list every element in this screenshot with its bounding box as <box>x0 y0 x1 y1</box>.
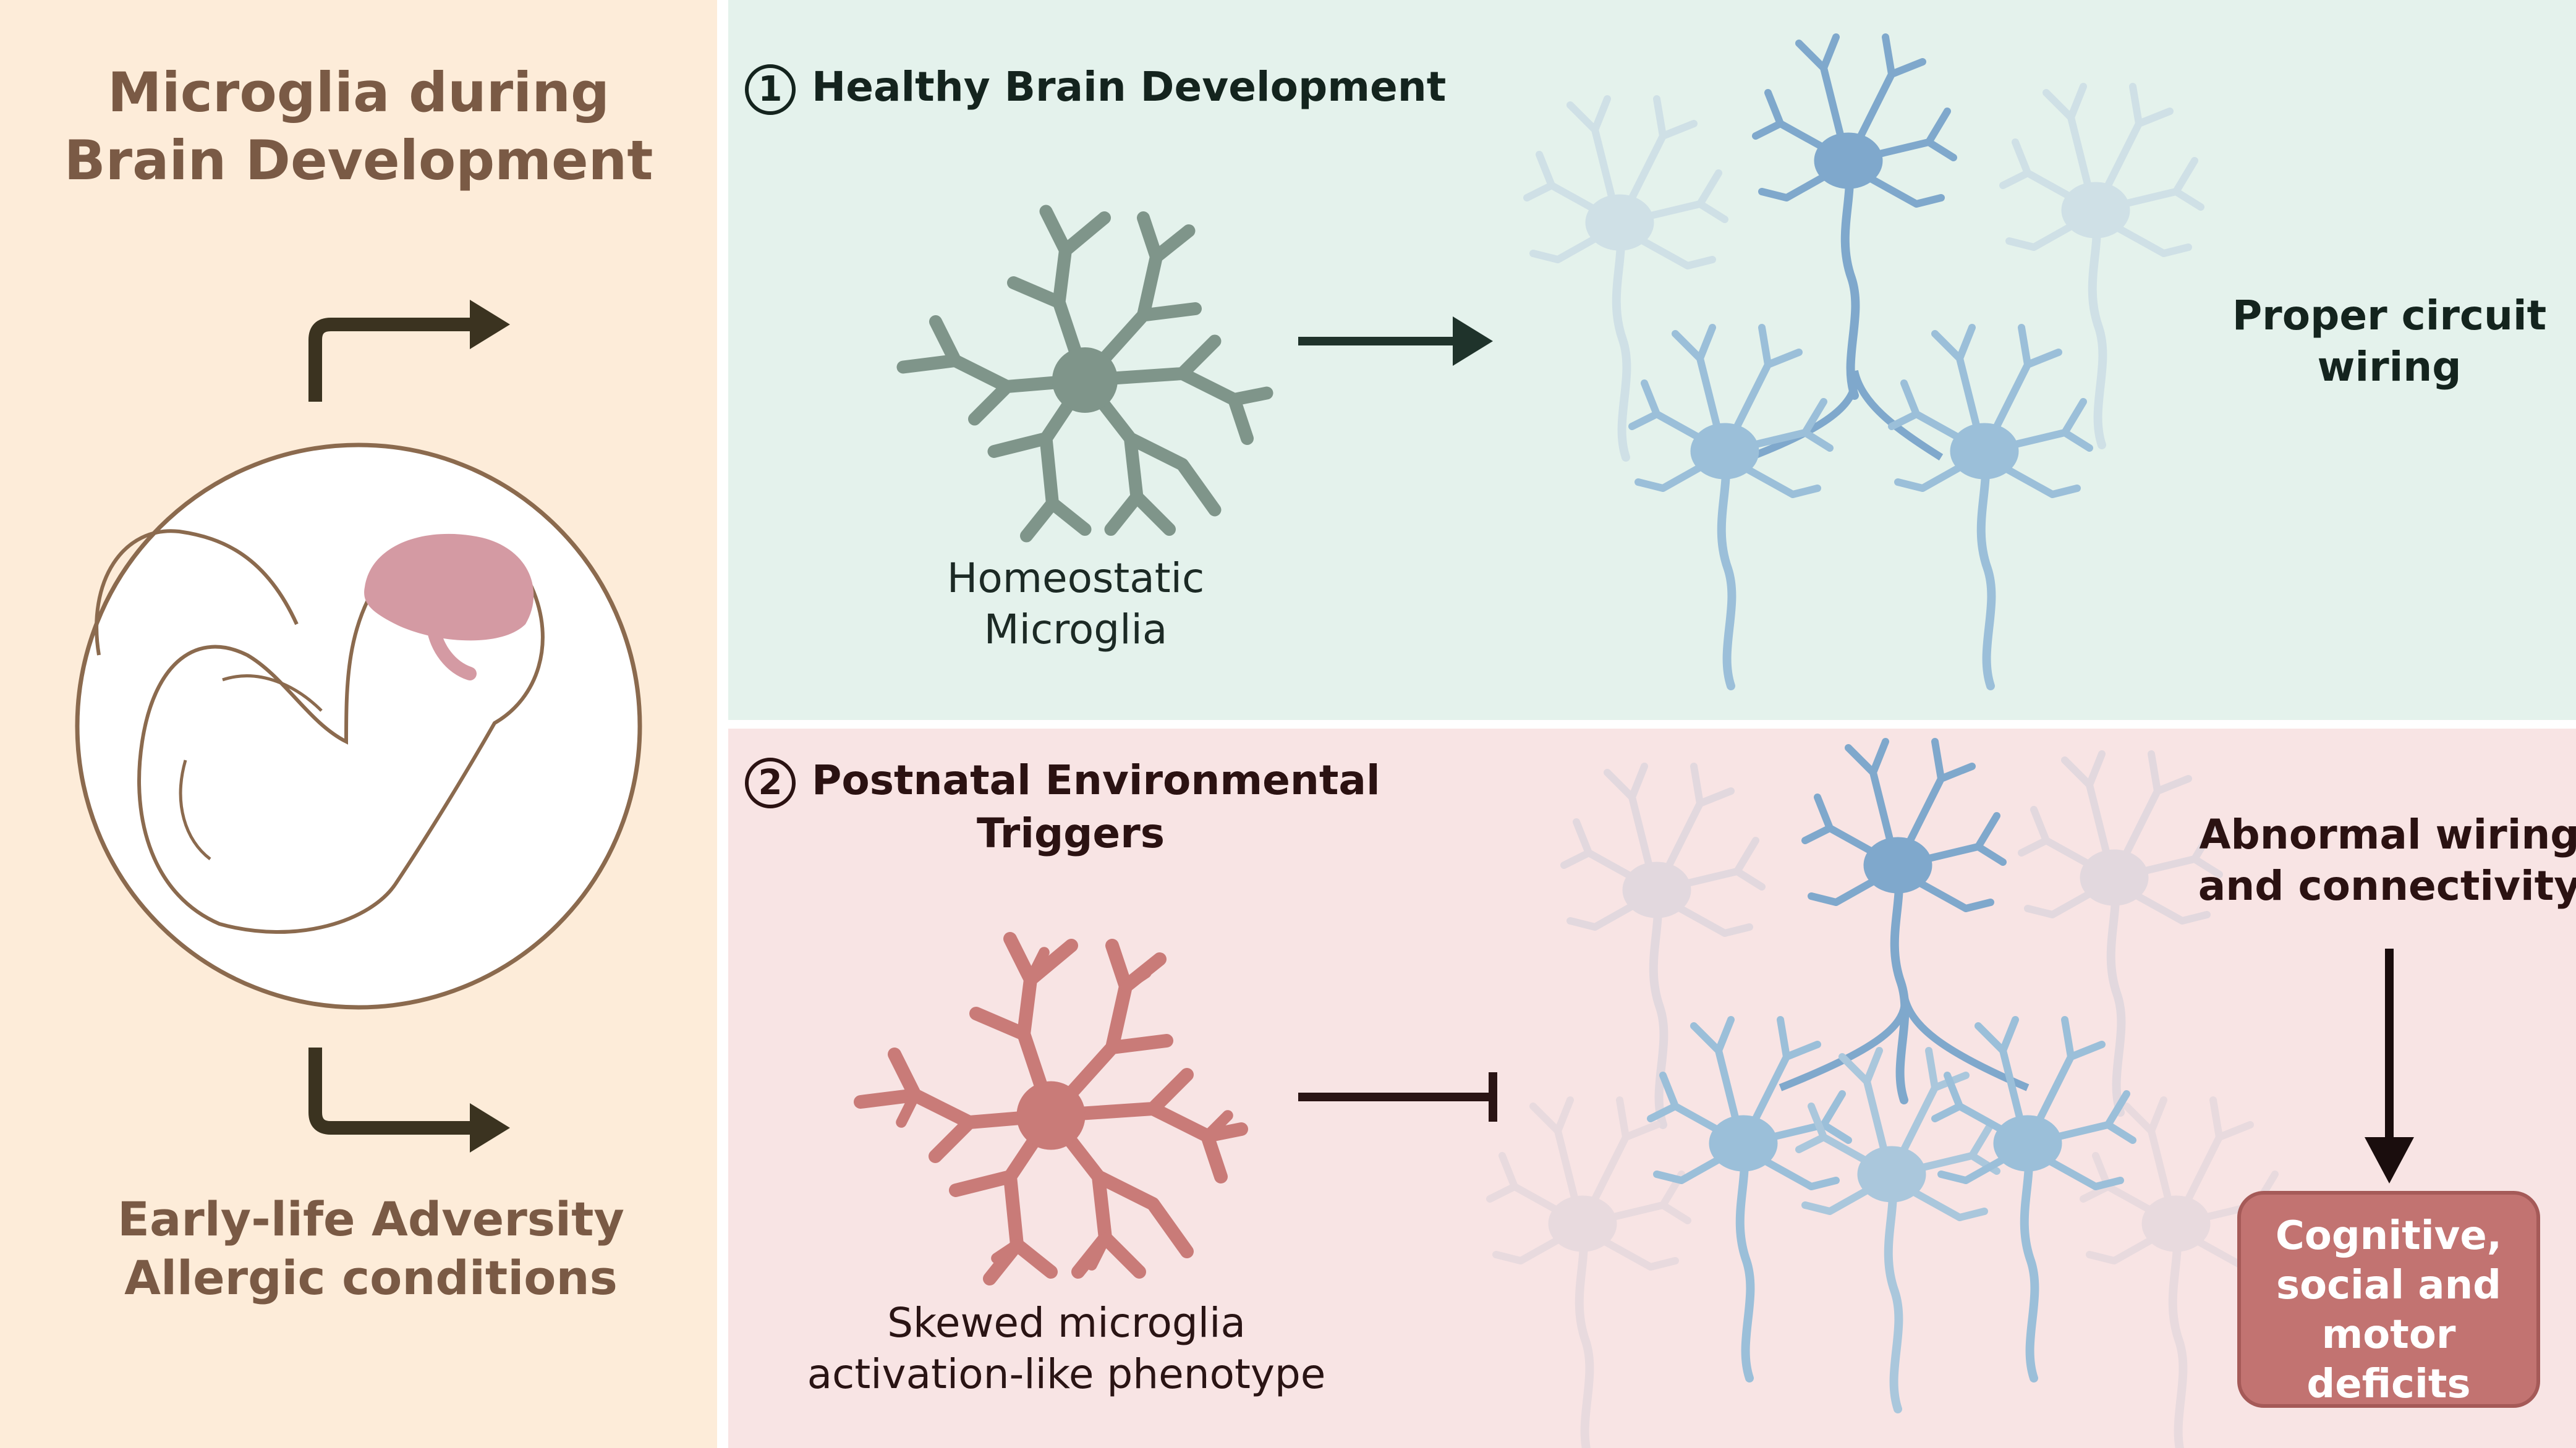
healthy-title-text: Healthy Brain Development <box>812 63 1447 111</box>
left-bottom-line2: Allergic conditions <box>124 1250 618 1305</box>
deficit-line2: social and <box>2276 1263 2501 1308</box>
deficit-line1: Cognitive, <box>2275 1213 2502 1259</box>
healthy-neuron-network <box>1527 37 2201 686</box>
skewed-label-line1: Skewed microglia <box>887 1299 1246 1347</box>
abnormal-outcome-line1: Abnormal wiring <box>2199 811 2576 858</box>
postnatal-number-badge: 2 <box>745 757 796 808</box>
deficit-box <box>2237 1191 2540 1408</box>
arrow-down-icon <box>2365 949 2414 1183</box>
left-bottom-line1: Early-life Adversity <box>117 1192 624 1247</box>
healthy-outcome: Proper circuit wiring <box>2201 290 2576 392</box>
healthy-outcome-line1: Proper circuit <box>2232 292 2547 339</box>
left-title-line1: Microglia during <box>108 61 610 124</box>
homeostatic-label: Homeostatic Microglia <box>890 553 1261 655</box>
postnatal-title-line2: Triggers <box>977 809 1165 857</box>
fetus-illustration <box>75 442 642 1010</box>
inhibition-arrow-icon <box>1298 1072 1497 1122</box>
left-bottom-text: Early-life Adversity Allergic conditions <box>49 1190 692 1307</box>
skewed-label-line2: activation-like phenotype <box>807 1350 1326 1398</box>
skewed-label: Skewed microglia activation-like phenoty… <box>767 1298 1366 1400</box>
postnatal-title-line1: Postnatal Environmental <box>812 756 1380 804</box>
arrow-down-right-icon <box>308 1048 476 1135</box>
healthy-panel-bg <box>728 0 2576 720</box>
homeostatic-label-line2: Microglia <box>984 605 1168 653</box>
abnormal-neuron-network <box>1490 742 2281 1448</box>
abnormal-outcome: Abnormal wiring and connectivity <box>2188 810 2576 912</box>
deficit-text: Cognitive, social and motor deficits <box>2239 1211 2538 1409</box>
arrow-right-icon <box>1298 316 1493 366</box>
skewed-microglia-icon <box>861 939 1241 1279</box>
arrow-up-right-icon <box>308 318 476 402</box>
abnormal-outcome-line2: and connectivity <box>2198 862 2576 910</box>
homeostatic-label-line1: Homeostatic <box>946 554 1205 602</box>
healthy-outcome-line2: wiring <box>2317 342 2462 391</box>
deficit-line3: motor deficits <box>2306 1312 2471 1407</box>
healthy-title: 1 Healthy Brain Development <box>745 62 1446 115</box>
postnatal-title: 2 Postnatal Environmental Triggers <box>745 755 1380 859</box>
healthy-number-badge: 1 <box>745 64 796 115</box>
left-title: Microglia during Brain Development <box>49 59 668 195</box>
left-title-line2: Brain Development <box>64 129 653 192</box>
